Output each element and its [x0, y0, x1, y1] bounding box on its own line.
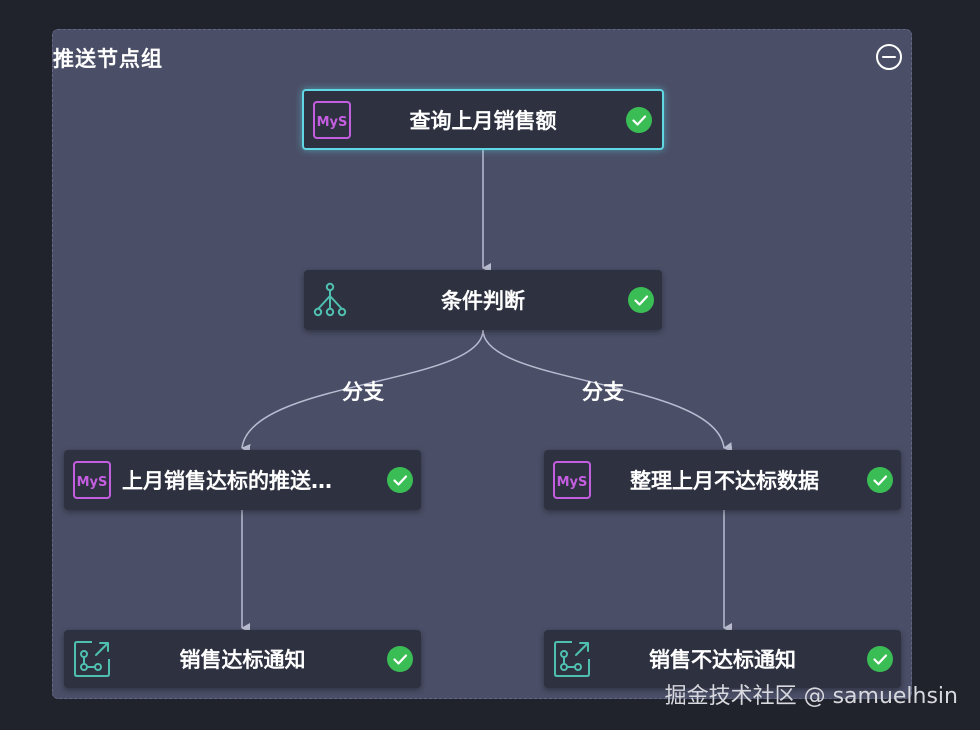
node-label: 上月销售达标的推送…: [122, 469, 332, 493]
node-label: 销售达标通知: [179, 648, 306, 672]
mysql-icon: MyS: [73, 461, 111, 499]
notify-share-icon: [74, 641, 110, 677]
success-check-icon: [626, 106, 652, 133]
watermark: 掘金技术社区 @ samuelhsin: [664, 684, 958, 709]
mysql-icon: MyS: [313, 100, 351, 139]
node-query-last-month-sales[interactable]: MyS 查询上月销售额: [302, 89, 664, 150]
edge-condition-to-clean-unmet[interactable]: [482, 329, 733, 453]
svg-text:MyS: MyS: [557, 475, 588, 490]
success-check-icon: [867, 467, 893, 493]
node-notify-sales-met[interactable]: 销售达标通知: [64, 630, 421, 688]
success-check-icon: [387, 467, 413, 493]
node-notify-sales-unmet[interactable]: 销售不达标通知: [544, 630, 901, 688]
minus-circle-icon: [876, 44, 902, 70]
node-push-sales-met[interactable]: MyS 上月销售达标的推送…: [64, 450, 421, 510]
node-label: 查询上月销售额: [409, 108, 557, 133]
node-label: 条件判断: [441, 289, 525, 313]
edge-label-branch-left: 分支: [342, 380, 384, 404]
svg-text:MyS: MyS: [317, 115, 348, 130]
success-check-icon: [628, 287, 654, 313]
notify-share-icon: [554, 641, 590, 677]
node-clean-sales-unmet[interactable]: MyS 整理上月不达标数据: [544, 450, 901, 510]
collapse-group-button[interactable]: [875, 43, 903, 71]
group-title: 推送节点组: [53, 47, 163, 71]
edge-condition-to-push-met[interactable]: [241, 329, 484, 454]
success-check-icon: [387, 646, 413, 672]
success-check-icon: [867, 646, 893, 672]
node-label: 整理上月不达标数据: [630, 469, 819, 493]
node-condition-judge[interactable]: 条件判断: [304, 270, 662, 330]
edge-label-branch-right: 分支: [582, 380, 624, 404]
branch-tree-icon: [313, 282, 347, 317]
mysql-icon: MyS: [553, 461, 591, 499]
svg-text:MyS: MyS: [77, 475, 108, 490]
